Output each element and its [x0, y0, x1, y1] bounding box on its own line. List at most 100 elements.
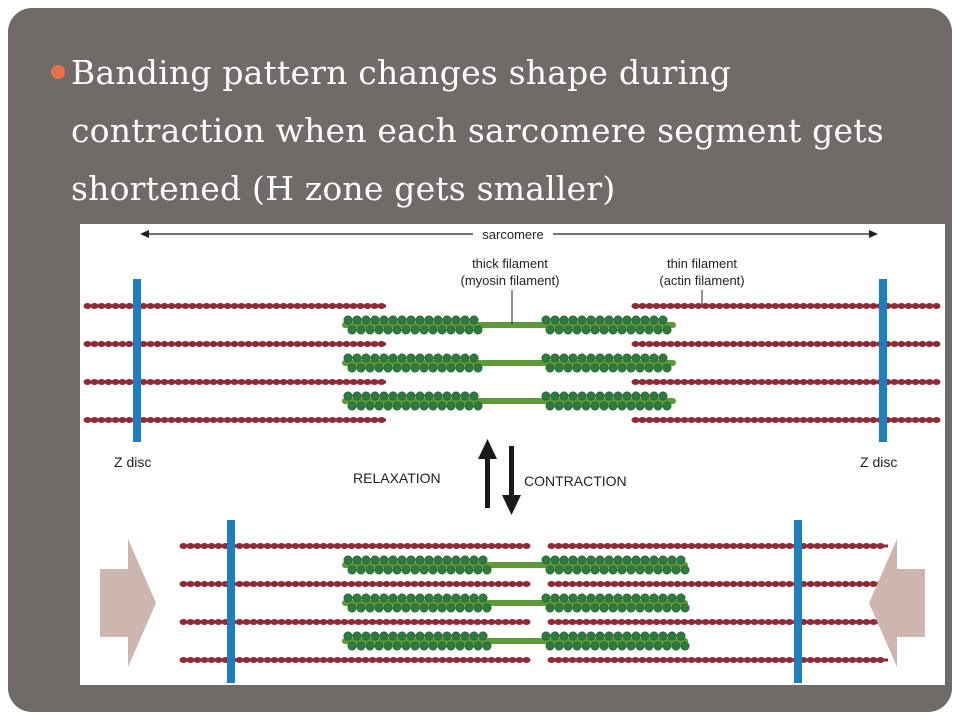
actin-bead: [561, 581, 570, 587]
myosin-head: [442, 631, 452, 641]
actin-bead: [841, 341, 850, 347]
myosin-head: [581, 363, 591, 373]
myosin-head: [469, 631, 479, 641]
actin-bead: [167, 341, 176, 347]
myosin-head: [401, 401, 411, 411]
actin-bead: [820, 581, 829, 587]
actin-bead: [209, 303, 218, 309]
actin-bead: [277, 543, 286, 549]
actin-bead: [515, 619, 524, 625]
actin-bead: [293, 303, 302, 309]
actin-bead: [715, 543, 724, 549]
actin-bead: [181, 341, 190, 347]
myosin-head: [469, 391, 479, 401]
actin-bead: [207, 581, 216, 587]
actin-bead: [298, 657, 307, 663]
actin-bead: [349, 379, 358, 385]
myosin-head: [649, 593, 659, 603]
myosin-head: [379, 593, 389, 603]
actin-bead: [631, 417, 640, 423]
actin-bead: [209, 341, 218, 347]
actin-bead: [291, 581, 300, 587]
actin-bead: [820, 341, 829, 347]
sarcomere-diagram-svg: sarcomere thick filament (myosin filamen…: [83, 225, 941, 683]
myosin-head: [361, 593, 371, 603]
actin-bead: [848, 543, 857, 549]
actin-bead: [207, 619, 216, 625]
actin-bead: [179, 543, 188, 549]
actin-bead: [785, 379, 794, 385]
myosin-head: [442, 593, 452, 603]
actin-bead: [335, 303, 344, 309]
myosin-head: [545, 603, 555, 613]
myosin-head: [455, 401, 465, 411]
myosin-head: [473, 565, 483, 575]
actin-bead: [111, 379, 120, 385]
actin-bead: [179, 657, 188, 663]
actin-bead: [242, 543, 251, 549]
actin-bead: [652, 341, 661, 347]
myosin-head: [622, 353, 632, 363]
myosin-head: [388, 391, 398, 401]
actin-bead: [363, 303, 372, 309]
actin-bead: [417, 619, 426, 625]
actin-bead: [680, 303, 689, 309]
actin-bead: [918, 379, 927, 385]
actin-bead: [200, 657, 209, 663]
actin-bead: [778, 341, 787, 347]
myosin-head: [374, 325, 384, 335]
actin-bead: [459, 543, 468, 549]
actin-bead: [125, 379, 134, 385]
myosin-head: [604, 315, 614, 325]
actin-bead: [792, 341, 801, 347]
myosin-head: [437, 641, 447, 651]
actin-bead: [195, 303, 204, 309]
actin-bead: [701, 657, 710, 663]
actin-bead: [370, 303, 379, 309]
actin-bead: [764, 379, 773, 385]
actin-bead: [501, 657, 510, 663]
actin-bead: [792, 417, 801, 423]
actin-bead: [736, 341, 745, 347]
myosin-head: [671, 641, 681, 651]
actin-bead: [603, 657, 612, 663]
sarcomere-diagram: sarcomere thick filament (myosin filamen…: [80, 224, 945, 685]
myosin-head: [437, 565, 447, 575]
actin-filament: [631, 341, 941, 347]
myosin-head: [680, 641, 690, 651]
actin-bead: [834, 543, 843, 549]
myosin-head: [563, 641, 573, 651]
myosin-head: [406, 593, 416, 603]
actin-bead: [298, 619, 307, 625]
actin-bead: [638, 379, 647, 385]
actin-bead: [701, 619, 710, 625]
actin-bead: [188, 303, 197, 309]
actin-bead: [181, 417, 190, 423]
actin-bead: [265, 341, 274, 347]
myosin-head: [374, 363, 384, 373]
actin-bead: [139, 379, 148, 385]
myosin-head: [478, 555, 488, 565]
myosin-head: [460, 391, 470, 401]
actin-bead: [328, 341, 337, 347]
relaxation-arrow-head: [478, 439, 497, 459]
myosin-head: [379, 353, 389, 363]
actin-bead: [230, 341, 239, 347]
myosin-head: [568, 353, 578, 363]
myosin-head: [442, 315, 452, 325]
actin-bead: [582, 657, 591, 663]
actin-bead: [743, 543, 752, 549]
actin-bead: [631, 657, 640, 663]
myosin-head: [662, 325, 672, 335]
actin-bead: [827, 341, 836, 347]
myosin-head: [604, 391, 614, 401]
myosin-head: [653, 641, 663, 651]
myosin-head: [451, 631, 461, 641]
actin-bead: [750, 341, 759, 347]
actin-bead: [722, 581, 731, 587]
actin-bead: [146, 417, 155, 423]
myosin-head: [415, 391, 425, 401]
myosin-head: [572, 641, 582, 651]
actin-bead: [501, 581, 510, 587]
actin-bead: [855, 341, 864, 347]
